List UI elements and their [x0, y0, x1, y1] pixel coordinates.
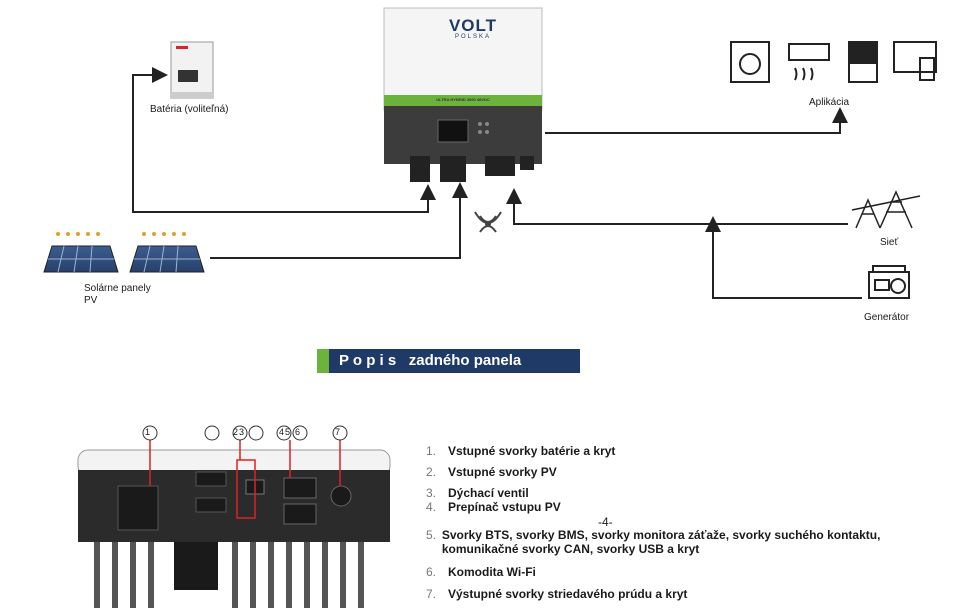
battery-label: Batéria (voliteľná) [150, 104, 229, 115]
applications-wire [545, 107, 848, 134]
callout-7: 7 [335, 427, 341, 437]
callout-1: 1 [145, 427, 151, 437]
legend-text: Výstupné svorky striedavého prúdu a kryt [448, 587, 688, 601]
legend-text: Vstupné svorky batérie a kryt [448, 444, 616, 458]
callout-2: 2 [233, 427, 239, 437]
legend-item: 2. Vstupné svorky PV [426, 465, 946, 479]
page-number: -4- [598, 515, 613, 529]
solar-panels-illustration [43, 232, 205, 273]
banner-accent [317, 349, 329, 373]
legend-text: Svorky BTS, svorky BMS, svorky monitora … [441, 528, 881, 556]
pv-wire [210, 182, 468, 259]
applications-label: Aplikácia [809, 97, 850, 108]
brand-logo: VOLT [448, 16, 498, 35]
air-conditioner-icon [788, 43, 830, 61]
generator-icon [868, 265, 910, 299]
legend-text: Komodita Wi-Fi [448, 565, 536, 579]
legend-item: 7. Výstupné svorky striedavého prúdu a kr… [426, 587, 946, 601]
legend-num: 2. [426, 465, 437, 479]
legend-item: 1. Vstupné svorky batérie a kryt [426, 444, 946, 458]
callout-3: 3 [239, 427, 245, 437]
legend-item: 5. Svorky BTS, svorky BMS, svorky monitor… [426, 528, 946, 556]
generator-label: Generátor [864, 312, 910, 323]
washing-machine-icon [730, 41, 770, 83]
legend-item: 3. Dýchací ventil [426, 486, 946, 500]
legend-text: Vstupné svorky PV [448, 465, 557, 479]
banner-title: P o p i s zadného panela [329, 349, 580, 373]
wiring [132, 67, 862, 299]
solar-label-pv: PV [84, 295, 98, 306]
power-grid-icon [851, 190, 921, 229]
grid-wire [506, 188, 848, 225]
legend-text: Dýchací ventil [448, 486, 529, 500]
legend-num: 5. [426, 528, 437, 542]
battery-to-inverter-wire [133, 184, 436, 213]
callout-4: 4 [279, 427, 285, 437]
rear-panel-illustration [77, 425, 391, 608]
legend-text: Prepínač vstupu PV [448, 500, 561, 514]
wifi-icon [474, 211, 502, 233]
legend-num: 4. [426, 500, 437, 514]
legend-num: 6. [426, 565, 437, 579]
generator-wire [705, 216, 862, 299]
battery-illustration [170, 41, 214, 99]
legend-num: 7. [426, 587, 437, 601]
solar-label: Solárne panely [84, 283, 151, 294]
grid-label: Sieť [880, 237, 899, 248]
section-banner: P o p i s zadného panela [317, 349, 580, 373]
appliance-icons [730, 41, 937, 83]
legend-item: 4. Prepínač vstupu PV [426, 500, 946, 514]
callout-5: 5 [285, 427, 291, 437]
legend-num: 3. [426, 486, 437, 500]
model-label: ULTRA HYBRID 3600 48VDC [436, 97, 490, 102]
legend-item: 6. Komodita Wi-Fi [426, 565, 946, 579]
tv-icon [893, 41, 937, 73]
legend-num: 1. [426, 444, 437, 458]
callout-6: 6 [295, 427, 301, 437]
inverter-illustration [383, 7, 543, 182]
brand-subtitle: POLSKA [454, 34, 491, 40]
